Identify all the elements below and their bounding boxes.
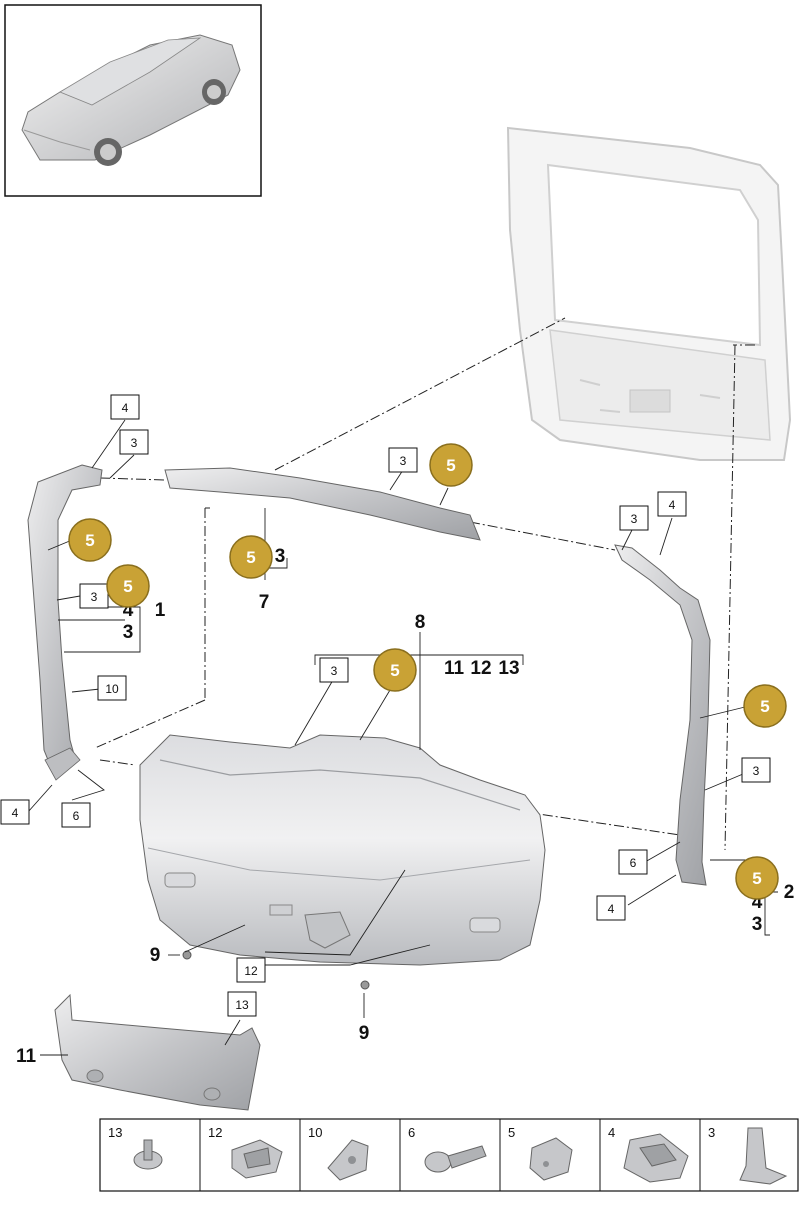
spring-clip-icon [623,1133,689,1183]
svg-text:11: 11 [444,658,465,679]
badge-5: 5 [229,535,273,579]
svg-text:5: 5 [446,456,455,475]
svg-text:4: 4 [608,1125,615,1140]
svg-text:9: 9 [359,1023,370,1044]
svg-text:5: 5 [123,577,132,596]
legend-item-12: 12 [208,1125,283,1179]
svg-text:5: 5 [246,548,255,567]
svg-text:12: 12 [470,658,491,679]
badge-5: 5 [373,648,417,692]
callout-box: 12 [236,957,266,983]
svg-text:12: 12 [208,1125,222,1140]
svg-text:3: 3 [753,764,760,778]
svg-text:13: 13 [498,658,519,679]
legend-item-3: 3 [708,1125,788,1185]
left-pillar-trim [27,464,103,771]
svg-text:10: 10 [105,682,119,696]
callout-box: 3 [388,447,418,473]
badge-5: 5 [106,564,150,608]
callout-box: 4 [0,799,30,825]
svg-text:3: 3 [631,512,638,526]
bracket-clip-icon [327,1139,369,1181]
svg-text:3: 3 [123,622,134,643]
vehicle-overview-thumbnail [4,4,262,197]
svg-text:5: 5 [508,1125,515,1140]
callout-box: 3 [319,657,349,683]
callout-box: 3 [619,505,649,531]
svg-text:4: 4 [752,892,763,913]
screw-with-washer-icon [133,1139,163,1170]
svg-text:5: 5 [85,531,94,550]
svg-text:3: 3 [752,914,763,935]
svg-text:3: 3 [131,436,138,450]
svg-text:8: 8 [415,612,426,633]
metal-clip-icon [231,1139,283,1179]
upper-header-trim [164,467,481,541]
svg-text:3: 3 [400,454,407,468]
retaining-clip-icon [739,1127,788,1185]
badge-5: 5 [68,518,112,562]
callout-box: 10 [97,675,127,701]
bolt-icon [424,1145,487,1173]
svg-text:7: 7 [259,592,270,613]
badges-5: 5 5 5 5 5 5 5 [68,443,787,900]
tailgate-frame [506,126,792,461]
svg-text:6: 6 [408,1125,415,1140]
screw-9-lower [360,980,370,990]
legend-item-4: 4 [608,1125,689,1183]
badge-5: 5 [743,684,787,728]
boxed-callouts: 4 3 3 3 10 4 6 3 3 4 3 6 4 12 13 [0,394,771,1017]
lower-cover-plate [54,993,261,1111]
callout-box: 6 [618,849,648,875]
svg-text:3: 3 [91,590,98,604]
svg-text:6: 6 [73,809,80,823]
callout-box: 4 [596,895,626,921]
svg-text:4: 4 [669,498,676,512]
svg-text:9: 9 [150,945,161,966]
svg-text:4: 4 [122,401,129,415]
legend-item-10: 10 [308,1125,369,1181]
svg-text:4: 4 [12,806,19,820]
callout-box: 13 [227,991,257,1017]
callout-box: 3 [741,757,771,783]
svg-text:5: 5 [752,869,761,888]
svg-text:4: 4 [123,600,134,621]
screw-9-left [182,950,192,960]
parts-legend: 13 12 10 6 [99,1118,799,1192]
callout-box: 4 [657,491,687,517]
svg-text:4: 4 [608,902,615,916]
svg-text:6: 6 [630,856,637,870]
callout-box: 3 [119,429,149,455]
callout-box: 6 [61,802,91,828]
svg-text:12: 12 [244,964,258,978]
svg-text:2: 2 [784,882,795,903]
legend-item-6: 6 [408,1125,487,1173]
svg-text:10: 10 [308,1125,322,1140]
badge-5: 5 [429,443,473,487]
svg-text:3: 3 [708,1125,715,1140]
lower-tailgate-trim-panel [139,734,546,966]
svg-text:1: 1 [155,600,166,621]
rubber-buffer-icon [529,1137,573,1181]
svg-text:13: 13 [235,998,249,1012]
svg-text:3: 3 [331,664,338,678]
right-pillar-trim [614,544,711,886]
legend-item-13: 13 [108,1125,163,1170]
badge-5: 5 [735,856,779,900]
bold-callouts: 1 4 3 7 3 8 11 12 13 2 4 3 9 9 11 [16,546,794,1067]
svg-text:5: 5 [760,697,769,716]
assembly-lines [94,317,755,851]
legend-item-5: 5 [508,1125,573,1181]
callout-box: 4 [110,394,140,420]
svg-text:13: 13 [108,1125,122,1140]
svg-text:11: 11 [16,1046,37,1067]
callout-box: 3 [79,583,109,609]
svg-text:5: 5 [390,661,399,680]
leader-lines [27,419,778,1056]
svg-text:3: 3 [275,546,286,567]
